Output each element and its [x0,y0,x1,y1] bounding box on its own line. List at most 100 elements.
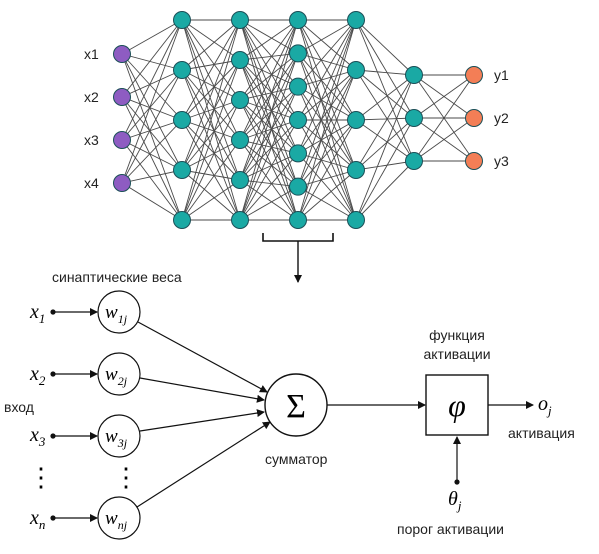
hidden-neuron-l6-1 [405,66,423,84]
connection-edge [297,69,357,88]
hidden-neuron-l5-1 [347,11,365,29]
connection-edge [181,19,241,71]
connection-edge [297,19,357,221]
output-neuron-l7-3 [465,152,483,170]
neuron-input-row-3: x3 w3j [29,409,265,458]
connection-edge [355,19,415,76]
hidden-neuron-l4-4 [289,111,307,129]
connection-edge [297,186,357,221]
connection-edge [297,19,357,154]
connection-edge [181,99,241,221]
weight-label-n: wnj [105,508,128,532]
connection-edge [121,53,183,221]
hidden-neuron-l5-4 [347,161,365,179]
output-var: oj [538,393,552,418]
output-neuron-l7-1 [465,66,483,84]
connection-edge [181,169,241,221]
connection-edge [355,19,415,162]
connection-edge [239,153,299,221]
phi-symbol: φ [448,387,466,423]
connection-edge [355,117,415,221]
connection-edge [239,119,299,141]
hidden-neuron-l3-1 [231,11,249,29]
connection-edge [121,169,183,184]
network-connections [121,19,475,221]
input-var-x3: x3 [29,424,46,449]
neuron-input-row-1: x1 w1j [29,290,268,393]
network-nodes [113,11,483,229]
connection-edge [355,74,415,221]
connection-edge [121,182,183,221]
connection-edge [297,19,357,121]
hidden-neuron-l2-1 [173,11,191,29]
connection-edge [121,119,183,141]
connection-edge [181,119,241,181]
connection-edge [297,169,357,188]
connection-edge [239,19,299,101]
connection-edge [181,19,241,61]
connection-edge [121,19,183,98]
connection-edge [121,139,183,171]
connection-edge [239,52,299,101]
connection-edge [121,53,183,71]
connection-edge [297,119,357,154]
activation-label: активация [508,425,575,441]
connection-edge [297,169,357,221]
connection-edge [297,19,357,71]
connection-edge [413,74,475,162]
connection-edge [121,69,183,141]
neuron-input-row-2: x2 w2j [29,352,265,403]
output-label-y1: y1 [494,67,509,83]
weight-label-1: w1j [105,302,128,326]
hidden-neuron-l4-6 [289,177,307,196]
connection-edge [239,19,299,154]
connection-edge [297,152,357,171]
connection-edge [239,19,299,54]
connection-edge [355,160,415,221]
input-neuron-l1-4 [113,174,131,192]
connection-edge [181,119,241,221]
connection-edge [181,69,241,141]
output-label-y3: y3 [494,153,509,169]
connection-edge [239,119,299,221]
connection-edge [239,19,299,87]
connection-edge [121,96,183,171]
connection-edge [239,99,299,121]
connection-edge [355,119,415,162]
connection-edge [121,139,183,221]
connection-edge [413,74,475,119]
input-var-x2: x2 [29,363,46,388]
weight-node-1 [97,290,141,334]
weight-label-2: w2j [105,364,128,388]
hidden-neuron-l4-1 [289,11,307,29]
connection-edge [297,69,357,221]
hidden-neuron-l6-2 [405,109,423,127]
connection-edge [355,117,415,121]
weights-label: синаптические веса [52,269,182,285]
hidden-neuron-l3-6 [231,211,249,229]
hidden-neuron-l3-4 [231,131,249,149]
hidden-neuron-l4-2 [289,44,307,63]
connection-edge [239,19,299,61]
connection-edge [239,19,299,221]
connection-edge [239,86,299,141]
input-neuron-l1-3 [113,131,131,149]
connection-edge [239,186,299,221]
connection-edge [239,86,299,181]
activation-function-block [425,374,489,436]
connection-edge [355,69,415,119]
connection-edge [239,119,299,181]
connection-edge [239,53,299,141]
connection-edge [121,53,183,171]
connection-edge [181,99,241,171]
connection-edge [297,19,357,187]
connection-edge [121,53,183,121]
input-label-x3: x3 [84,132,99,148]
connection-edge [121,19,183,141]
connection-edge [239,59,299,121]
connection-edge [413,117,475,162]
connection-edge [181,69,241,101]
connection-edge [239,19,299,187]
zoom-bracket [262,233,334,242]
